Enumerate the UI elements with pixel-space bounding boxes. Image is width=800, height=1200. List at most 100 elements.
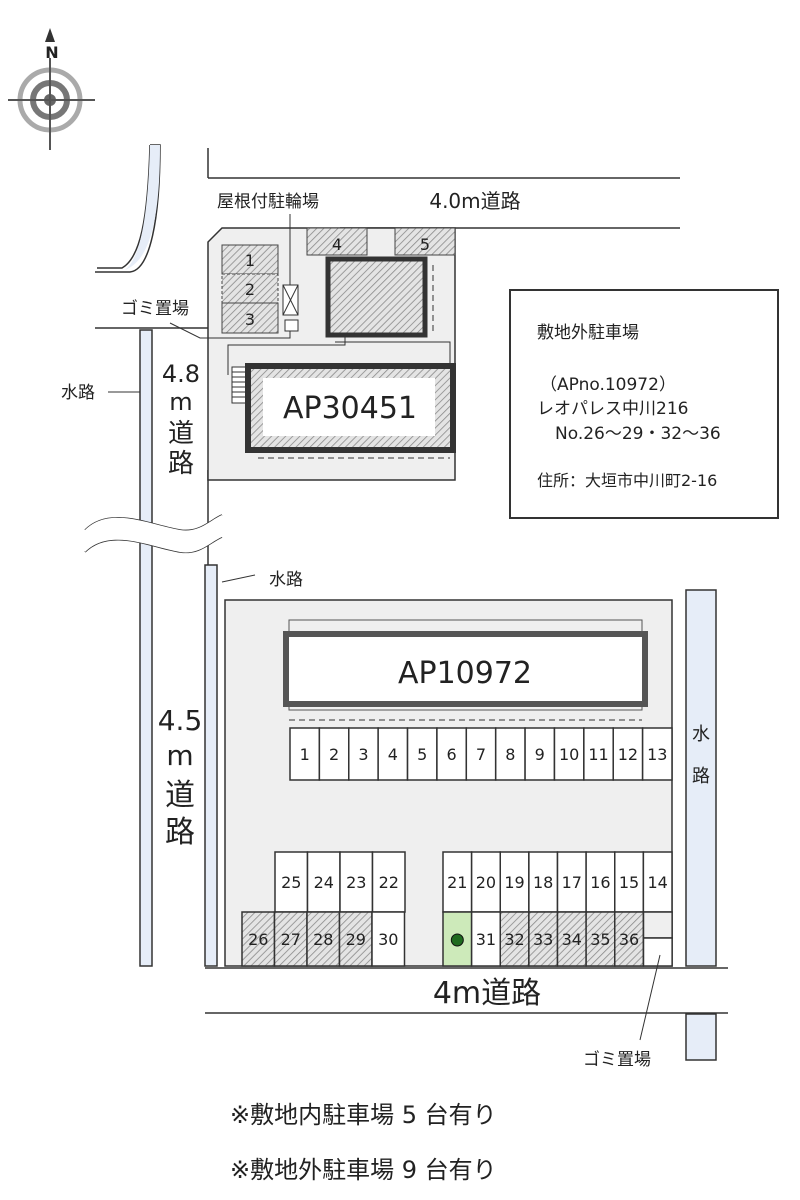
spot-label: 6 — [447, 745, 457, 764]
parking-spot-8 — [494, 727, 526, 781]
garbage-box-icon — [284, 319, 299, 332]
spot-label: 20 — [476, 873, 496, 892]
spot-label: 5 — [417, 745, 427, 764]
spot-label: 13 — [647, 745, 667, 764]
spot-label: 19 — [504, 873, 524, 892]
building-ap10972 — [283, 631, 648, 707]
parking-spot-22 — [371, 851, 406, 913]
middle-waterway — [204, 564, 218, 967]
building-label-ap30451: AP30451 — [283, 391, 417, 426]
spot-label: 21 — [447, 873, 467, 892]
spot-label: 9 — [535, 745, 545, 764]
parking-spot-25 — [274, 851, 309, 913]
road-label-part: 4.8 — [162, 360, 200, 388]
parking-spot-28 — [306, 911, 341, 967]
spot-label: 15 — [619, 873, 639, 892]
parking-spot-6 — [436, 727, 468, 781]
info-address: 住所：大垣市中川町2-16 — [537, 471, 717, 490]
garbage-label-lower: ゴミ置場 — [583, 1049, 651, 1070]
note-offsite-parking: ※敷地外駐車場 9 台有り — [230, 1156, 497, 1184]
building-label-ap10972: AP10972 — [398, 656, 532, 691]
spot-label: 1 — [245, 251, 255, 270]
info-title: 敷地外駐車場 — [537, 323, 639, 343]
spot-label: 11 — [588, 745, 608, 764]
road-label-part: 道 — [165, 778, 195, 813]
spot-label: 2 — [245, 280, 255, 299]
spot-label: 14 — [648, 873, 668, 892]
spot-label: 30 — [378, 930, 398, 949]
spot-label: 26 — [248, 930, 268, 949]
spot-label: 3 — [358, 745, 368, 764]
parking-spot-35 — [585, 911, 616, 967]
off-site-parking-info-box: 敷地外駐車場 （APno.10972） レオパレス中川216 No.26〜29・… — [509, 289, 779, 519]
spot-label: 10 — [559, 745, 579, 764]
road-label-left-lower: 4.5 m 道 路 — [158, 704, 203, 850]
spot-label: 35 — [590, 930, 610, 949]
spot-label: 33 — [533, 930, 553, 949]
parking-spot-31 — [470, 911, 501, 967]
parking-spot-30 — [371, 911, 406, 967]
parking-spot-24 — [306, 851, 341, 913]
garbage-box-icon — [642, 937, 673, 967]
right-waterway — [685, 589, 717, 967]
bicycle-shelter-label: 屋根付駐輪場 — [217, 192, 319, 212]
parking-spot-upper-5 — [394, 227, 456, 256]
upper-small-building — [325, 256, 428, 338]
waterway-label-middle: 水路 — [269, 570, 303, 590]
parking-spot-14 — [642, 851, 673, 913]
spot-label: 7 — [476, 745, 486, 764]
spot-label: 4 — [388, 745, 398, 764]
spot-label: 4 — [332, 235, 342, 254]
spot-label: 27 — [281, 930, 301, 949]
left-waterway — [139, 329, 153, 967]
north-arrow-icon — [45, 28, 55, 42]
parking-spot-upper-3 — [221, 302, 279, 334]
waterway-label-right: 水 — [692, 724, 710, 745]
spot-label: 32 — [504, 930, 524, 949]
location-marker-icon — [450, 933, 464, 947]
waterway-label-right: 路 — [692, 766, 710, 787]
spot-label: 22 — [379, 873, 399, 892]
parking-spot-upper-4 — [306, 227, 368, 256]
spot-label: 5 — [420, 235, 430, 254]
road-label-left-upper: 4.8 m 道 路 — [162, 360, 200, 479]
parking-spot-7 — [465, 727, 497, 781]
parking-spot-36 — [614, 911, 645, 967]
spot-label: 3 — [245, 310, 255, 329]
parking-spot-16 — [585, 851, 616, 913]
north-label: N — [45, 43, 58, 62]
spot-label: 17 — [562, 873, 582, 892]
parking-spot-10 — [553, 727, 585, 781]
spot-label: 8 — [505, 745, 515, 764]
info-spot-numbers: No.26〜29・32〜36 — [555, 424, 721, 444]
road-label-part: 路 — [168, 449, 194, 479]
road-label-part: 4.5 — [158, 704, 203, 737]
spot-label: 12 — [618, 745, 638, 764]
spot-label: 31 — [476, 930, 496, 949]
spot-label: 2 — [329, 745, 339, 764]
note-onsite-parking: ※敷地内駐車場 5 台有り — [230, 1101, 497, 1129]
spot-label: 25 — [281, 873, 301, 892]
spot-label: 29 — [346, 930, 366, 949]
spot-label: 18 — [533, 873, 553, 892]
parking-spot-5 — [406, 727, 438, 781]
compass-icon: N — [8, 28, 95, 150]
spot-label: 34 — [562, 930, 582, 949]
parking-spot-13 — [641, 727, 673, 781]
spot-label: 36 — [619, 930, 639, 949]
parking-spot-27 — [273, 911, 308, 967]
info-apno: （APno.10972） — [540, 375, 676, 395]
parking-spot-upper-2 — [221, 273, 279, 304]
road-label-top: 4.0m道路 — [429, 189, 520, 213]
info-building-name: レオパレス中川216 — [537, 399, 688, 419]
parking-spot-1 — [289, 727, 321, 781]
parking-spot-19 — [499, 851, 530, 913]
spot-label: 16 — [590, 873, 610, 892]
bicycle-shelter-icon — [282, 284, 299, 332]
spot-label: 28 — [313, 930, 333, 949]
parking-spot-4 — [377, 727, 409, 781]
garbage-label-upper: ゴミ置場 — [121, 298, 189, 319]
road-label-part: 路 — [165, 815, 195, 850]
parking-spot-11 — [583, 727, 614, 781]
spot-label: 24 — [314, 873, 334, 892]
